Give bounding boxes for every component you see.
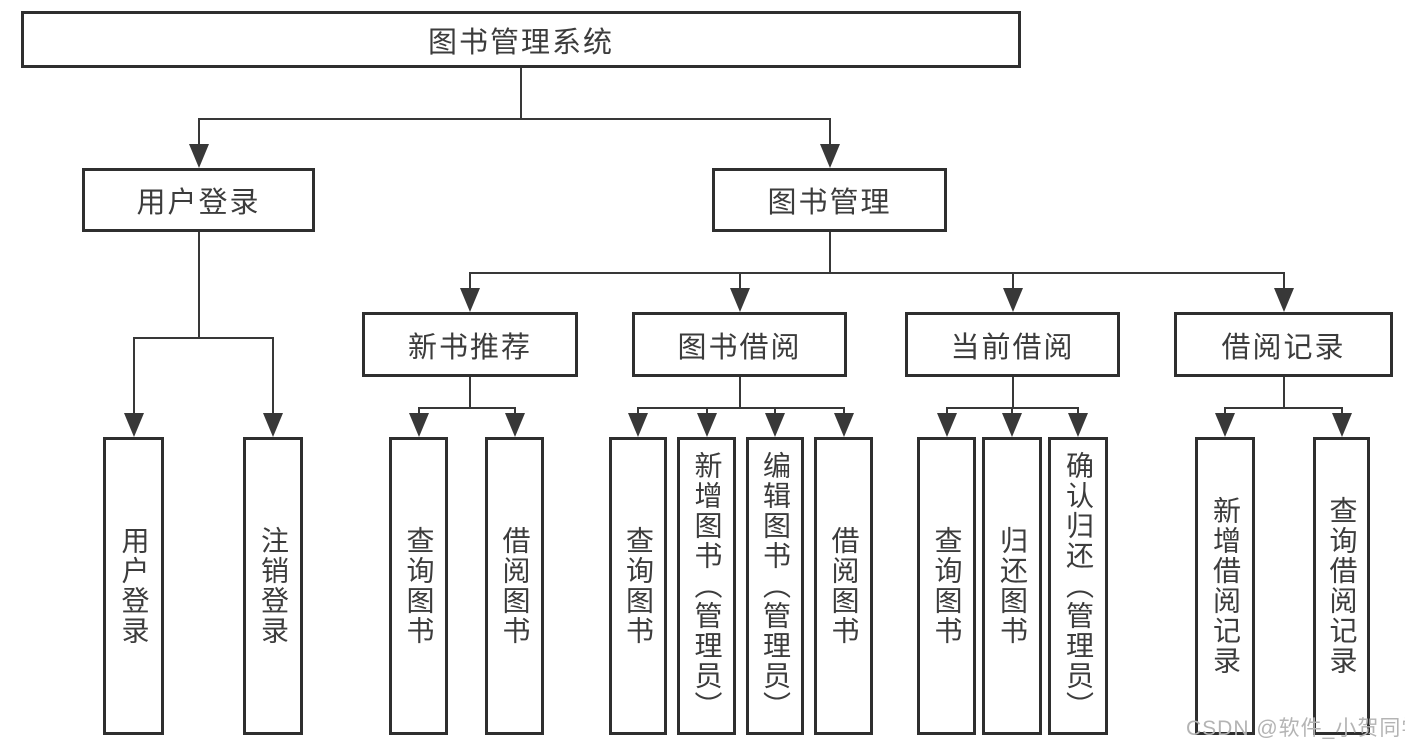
node-borrow-records: 借阅记录: [1174, 312, 1393, 377]
arrow-down-icon: [729, 288, 750, 312]
connector-branch-book-borrow: [637, 407, 845, 409]
arrow-down-icon: [408, 413, 429, 437]
connector-drop-book-mgmt: [828, 118, 831, 148]
arrow-down-icon: [819, 144, 840, 168]
node-leaf-logout: 注销登录: [243, 437, 303, 735]
connector-drop-leaf-cb-confirm: [1077, 407, 1079, 417]
arrow-down-icon: [1002, 288, 1023, 312]
connector-drop-leaf-logout: [272, 337, 274, 417]
node-label-leaf-cb-return: 归还图书: [997, 526, 1028, 646]
node-label-current-borrow: 当前借阅: [950, 331, 1075, 364]
node-label-leaf-cb-confirm: 确认归还（管理员）: [1063, 451, 1094, 721]
arrow-down-icon: [1002, 413, 1022, 437]
arrow-down-icon: [1331, 413, 1352, 437]
node-label-leaf-logout: 注销登录: [258, 526, 289, 646]
node-label-leaf-user-login: 用户登录: [118, 526, 150, 646]
connector-drop-leaf-nbr-query: [417, 407, 420, 417]
node-current-borrow: 当前借阅: [905, 312, 1120, 377]
connector-drop-leaf-br-query: [1340, 407, 1343, 417]
node-book-borrow: 图书借阅: [632, 312, 847, 377]
node-label-leaf-nbr-query: 查询图书: [403, 526, 435, 646]
node-label-leaf-bb-borrow: 借阅图书: [828, 526, 860, 646]
node-book-mgmt: 图书管理: [712, 168, 947, 232]
connector-branch-user-login: [132, 337, 274, 339]
connector-stem-current-borrow: [1011, 377, 1014, 409]
node-label-borrow-records: 借阅记录: [1221, 331, 1346, 364]
arrow-down-icon: [123, 413, 144, 437]
connector-drop-leaf-bb-borrow: [842, 407, 845, 417]
connector-branch-borrow-records: [1224, 407, 1343, 409]
connector-stem-new-book-rec: [469, 377, 471, 409]
connector-stem-root: [520, 68, 522, 120]
arrow-down-icon: [504, 413, 525, 437]
node-label-new-book-rec: 新书推荐: [407, 331, 532, 364]
arrow-down-icon: [263, 413, 283, 437]
connector-branch-new-book-rec: [417, 407, 516, 409]
node-label-book-borrow: 图书借阅: [677, 331, 802, 364]
connector-drop-leaf-bb-query: [637, 407, 639, 417]
arrow-down-icon: [188, 144, 209, 168]
node-label-book-mgmt: 图书管理: [767, 187, 892, 219]
node-label-user-login: 用户登录: [136, 187, 261, 219]
arrow-down-icon: [936, 413, 957, 437]
connector-drop-leaf-bb-edit: [774, 407, 776, 417]
connector-drop-leaf-user-login: [132, 337, 135, 417]
connector-drop-borrow-records: [1282, 272, 1285, 292]
node-leaf-cb-confirm: 确认归还（管理员）: [1048, 437, 1108, 735]
node-label-root: 图书管理系统: [427, 26, 614, 59]
node-leaf-user-login: 用户登录: [103, 437, 164, 735]
connector-drop-leaf-nbr-borrow: [513, 407, 516, 417]
node-leaf-nbr-query: 查询图书: [389, 437, 448, 735]
node-label-leaf-br-add: 新增借阅记录: [1210, 496, 1241, 676]
arrow-down-icon: [696, 413, 717, 437]
connector-drop-leaf-bb-add: [705, 407, 708, 417]
node-leaf-bb-add: 新增图书（管理员）: [677, 437, 736, 735]
connector-drop-leaf-cb-query: [945, 407, 948, 417]
node-leaf-cb-return: 归还图书: [982, 437, 1042, 735]
node-label-leaf-bb-edit: 编辑图书（管理员）: [760, 451, 791, 721]
arrow-down-icon: [765, 413, 785, 437]
connector-drop-leaf-cb-return: [1011, 407, 1013, 417]
node-label-leaf-bb-query: 查询图书: [623, 526, 654, 646]
node-leaf-bb-query: 查询图书: [609, 437, 667, 735]
node-leaf-cb-query: 查询图书: [917, 437, 976, 735]
node-new-book-rec: 新书推荐: [362, 312, 578, 377]
node-root: 图书管理系统: [21, 11, 1021, 68]
connector-drop-leaf-br-add: [1224, 407, 1226, 417]
node-leaf-bb-borrow: 借阅图书: [814, 437, 873, 735]
arrow-down-icon: [1273, 288, 1294, 312]
node-leaf-br-add: 新增借阅记录: [1195, 437, 1255, 735]
node-label-leaf-br-query: 查询借阅记录: [1326, 496, 1358, 676]
connector-drop-book-borrow: [738, 272, 741, 292]
node-leaf-br-query: 查询借阅记录: [1313, 437, 1370, 735]
connector-branch-root: [197, 118, 831, 120]
connector-drop-new-book-rec: [469, 272, 471, 292]
connector-stem-book-borrow: [738, 377, 741, 409]
arrow-down-icon: [460, 288, 480, 312]
csdn-watermark: CSDN @软件_小贺同学: [1186, 717, 1405, 740]
connector-stem-borrow-records: [1282, 377, 1285, 409]
node-label-leaf-bb-add: 新增图书（管理员）: [691, 451, 723, 721]
arrow-down-icon: [628, 413, 648, 437]
node-label-leaf-cb-query: 查询图书: [931, 526, 963, 646]
connector-drop-current-borrow: [1011, 272, 1014, 292]
connector-drop-user-login: [197, 118, 200, 148]
connector-branch-book-mgmt: [469, 272, 1285, 274]
node-label-leaf-nbr-borrow: 借阅图书: [499, 526, 531, 646]
connector-stem-book-mgmt: [828, 232, 831, 274]
arrow-down-icon: [833, 413, 854, 437]
connector-stem-user-login: [197, 232, 200, 339]
node-leaf-bb-edit: 编辑图书（管理员）: [746, 437, 804, 735]
node-user-login: 用户登录: [82, 168, 315, 232]
arrow-down-icon: [1215, 413, 1235, 437]
node-leaf-nbr-borrow: 借阅图书: [485, 437, 544, 735]
arrow-down-icon: [1068, 413, 1088, 437]
